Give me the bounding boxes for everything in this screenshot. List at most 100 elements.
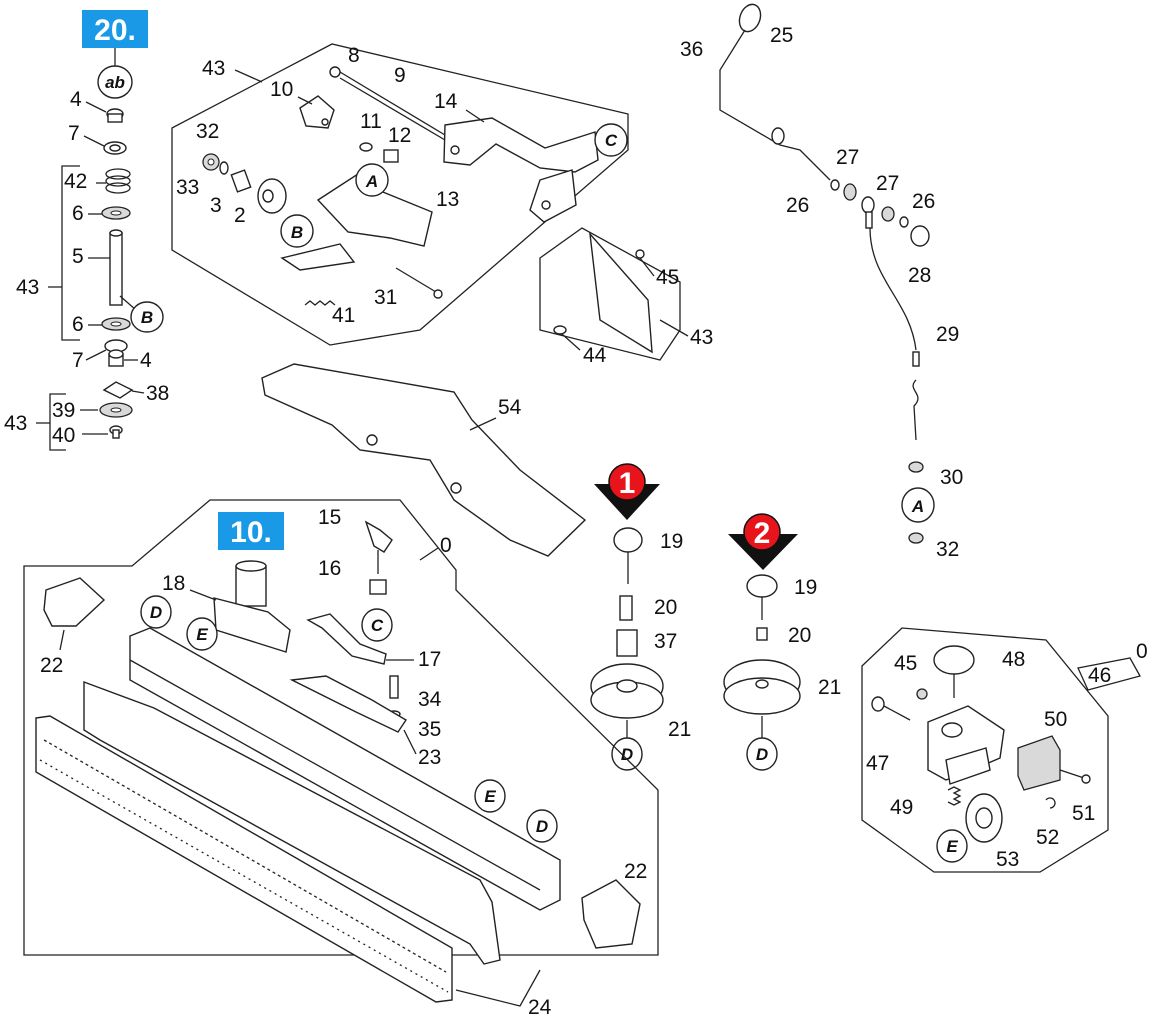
label-46: 46	[1088, 664, 1111, 687]
ref-B-bubble-top	[280, 214, 314, 248]
variant-1-marker	[608, 463, 646, 501]
label-10: 10	[270, 78, 293, 101]
ref-E-bubble-rail-left	[186, 617, 218, 651]
label-16: 16	[318, 557, 341, 580]
label-14: 14	[434, 90, 458, 113]
svg-text:A: A	[365, 172, 378, 191]
label-21-v2: 21	[818, 676, 841, 699]
label-9: 9	[394, 64, 406, 87]
ref-A-bubble-top	[355, 163, 389, 197]
variant-2-group: 2 19 20 21 D	[723, 513, 841, 771]
section-10-label: 10.	[230, 516, 272, 549]
ref-A-bubble-right	[901, 487, 935, 523]
ref-E-bubble-right	[936, 829, 968, 863]
label-29: 29	[936, 323, 959, 346]
label-27-left: 27	[836, 146, 859, 169]
label-19-v1: 19	[660, 530, 683, 553]
svg-text:E: E	[946, 837, 958, 856]
label-36: 36	[680, 38, 703, 61]
handle-assembly-group: 46 0 48 45 47 50 51 52 49 E 5	[861, 627, 1148, 873]
ref-D-bubble-v2	[746, 737, 778, 771]
ref-ab-bubble	[97, 65, 133, 99]
label-30: 30	[940, 466, 963, 489]
label-32-right: 32	[936, 538, 959, 561]
svg-text:D: D	[756, 745, 768, 764]
label-24: 24	[528, 996, 552, 1019]
label-6-bottom: 6	[72, 313, 84, 336]
label-47: 47	[866, 752, 889, 775]
lever-cable-group: 25 36 26 27 27 26 28 29 30 A 32	[680, 3, 963, 561]
label-43-mid: 43	[690, 326, 713, 349]
label-43-top: 43	[202, 57, 225, 80]
label-2: 2	[234, 204, 246, 227]
label-44: 44	[583, 344, 607, 367]
label-0-main: 0	[440, 534, 452, 557]
label-40: 40	[52, 424, 75, 447]
section-20-badge	[82, 10, 148, 48]
label-35: 35	[418, 718, 441, 741]
svg-text:A: A	[911, 497, 924, 516]
label-20-v1: 20	[654, 596, 677, 619]
ref-D-bubble-v1	[611, 737, 643, 771]
svg-text:B: B	[291, 223, 303, 242]
label-26-right: 26	[912, 190, 935, 213]
label-48: 48	[1002, 648, 1025, 671]
ref-C-bubble-bottom	[361, 608, 393, 642]
label-20-v2: 20	[788, 624, 811, 647]
ref-E-bubble-rail-right	[474, 779, 506, 813]
label-32-top: 32	[196, 120, 219, 143]
label-8: 8	[348, 44, 360, 67]
svg-text:C: C	[371, 616, 384, 635]
ref-D-bubble-rail-left	[140, 595, 172, 629]
label-5: 5	[72, 245, 84, 268]
label-45-top: 45	[656, 266, 679, 289]
label-6-top: 6	[72, 202, 84, 225]
label-52: 52	[1036, 826, 1059, 849]
label-12: 12	[388, 124, 411, 147]
section-10-group: 0 10. 18 15 16 C 17 34 35 23 22 22	[23, 499, 659, 1019]
label-23: 23	[418, 746, 441, 769]
ref-C-bubble-top	[594, 123, 628, 157]
label-42: 42	[64, 170, 87, 193]
svg-text:B: B	[141, 308, 153, 327]
section-10-badge	[218, 512, 284, 550]
svg-text:1: 1	[619, 467, 636, 500]
label-4-bottom: 4	[140, 349, 152, 372]
label-37: 37	[654, 630, 677, 653]
label-3: 3	[210, 194, 222, 217]
label-53: 53	[996, 848, 1019, 871]
label-31: 31	[374, 286, 397, 309]
label-45-right: 45	[894, 652, 917, 675]
ref-ab-label: ab	[105, 73, 125, 92]
label-18: 18	[162, 572, 185, 595]
svg-text:E: E	[196, 625, 208, 644]
label-41: 41	[332, 304, 355, 327]
label-0-right: 0	[1136, 640, 1148, 663]
label-49: 49	[890, 796, 913, 819]
ref-D-bubble-rail-right	[526, 809, 558, 843]
label-7-bottom: 7	[72, 349, 84, 372]
svg-text:2: 2	[754, 517, 771, 550]
svg-text:D: D	[621, 745, 633, 764]
label-51: 51	[1072, 802, 1095, 825]
svg-text:E: E	[484, 787, 496, 806]
label-25: 25	[770, 24, 793, 47]
label-11: 11	[360, 110, 382, 133]
label-43-left-upper: 43	[16, 276, 39, 299]
label-13: 13	[436, 188, 459, 211]
label-27-right: 27	[876, 172, 899, 195]
label-17: 17	[418, 648, 441, 671]
plate-54: 54	[261, 363, 587, 557]
label-39: 39	[52, 399, 75, 422]
ref-B-bubble-left	[130, 301, 164, 333]
label-22-left: 22	[40, 654, 63, 677]
label-4-top: 4	[70, 88, 82, 111]
svg-text:D: D	[536, 817, 548, 836]
label-38: 38	[146, 382, 169, 405]
bracket-assembly-group: 43 8 9 10 11 12 14 C 32 33 3	[171, 43, 629, 346]
label-15: 15	[318, 506, 341, 529]
label-54: 54	[498, 396, 522, 419]
label-21-v1: 21	[668, 718, 691, 741]
label-19-v2: 19	[794, 576, 817, 599]
